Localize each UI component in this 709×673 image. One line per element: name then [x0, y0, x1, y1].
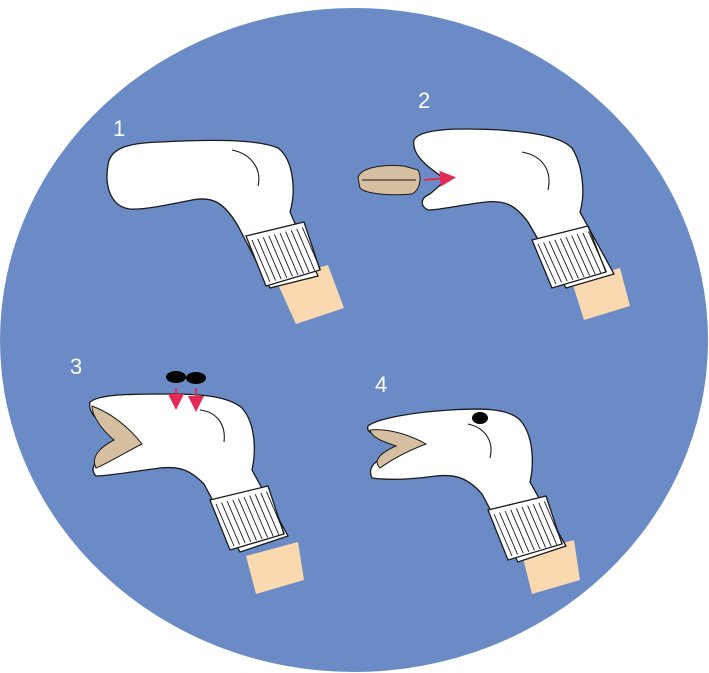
step-4-number: 4: [375, 372, 387, 397]
step-3-left-eye: [166, 371, 186, 383]
step-4-eye: [472, 412, 488, 424]
step-3-number: 3: [70, 354, 82, 379]
step-3-right-eye: [186, 372, 206, 384]
step-2-tongue: [358, 166, 420, 195]
step-1-number: 1: [113, 116, 125, 141]
step-2-number: 2: [418, 88, 430, 113]
background-circle: [0, 8, 708, 672]
